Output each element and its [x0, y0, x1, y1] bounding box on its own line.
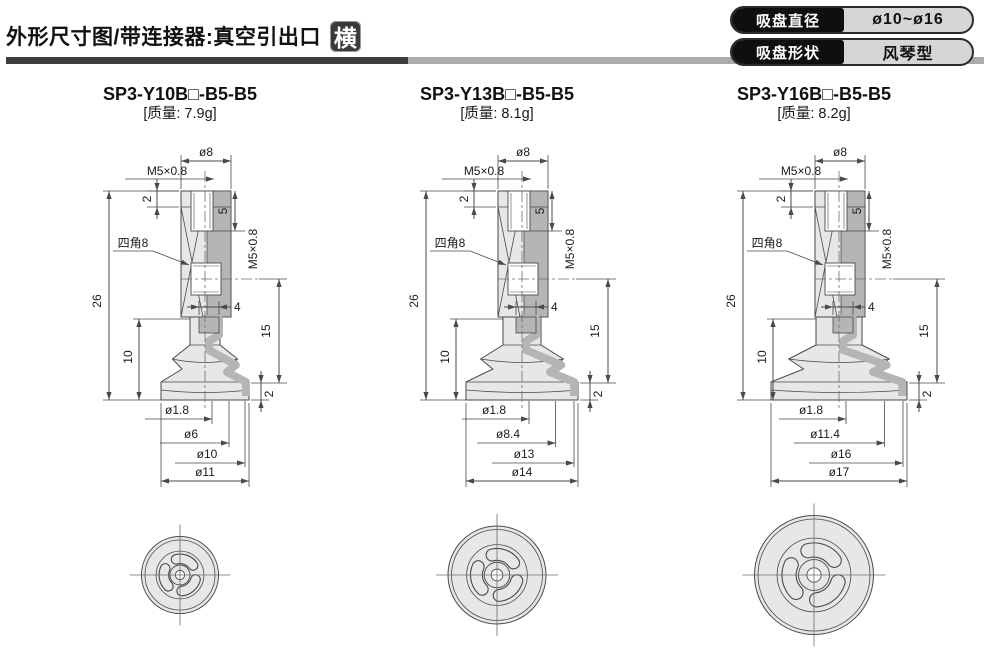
bottom-view-svg — [436, 514, 558, 636]
dim-label: 15 — [259, 324, 273, 338]
dim-label: 四角8 — [752, 236, 783, 250]
dim-label: M5×0.8 — [563, 228, 577, 269]
dim-label: 10 — [121, 350, 135, 364]
pad-shape-value: 风琴型 — [882, 46, 934, 63]
spec-badges: 吸盘直径 ø10~ø16 吸盘形状 风琴型 — [730, 6, 974, 66]
dim-label: 2 — [591, 390, 605, 397]
page-header: 外形尺寸图/带连接器:真空引出口 横 吸盘直径 ø10~ø16 吸盘形状 风琴型 — [0, 0, 984, 66]
bottom-view-svg — [129, 524, 231, 626]
pad-shape-label: 吸盘形状 — [732, 40, 844, 64]
dim-label: 四角8 — [118, 236, 149, 250]
bottom-view — [30, 501, 330, 649]
dim-label: ø14 — [512, 465, 533, 479]
dim-label: M5×0.8 — [880, 228, 894, 269]
dim-label: 26 — [90, 294, 104, 308]
dim-label: ø11 — [195, 465, 215, 479]
dim-label: 2 — [920, 390, 934, 397]
dim-label: 2 — [140, 195, 154, 202]
pad-diameter-value: ø10~ø16 — [872, 11, 944, 28]
dim-label: 10 — [755, 350, 769, 364]
pad-diameter-badge: 吸盘直径 ø10~ø16 — [730, 6, 974, 34]
dim-label: ø6 — [184, 427, 198, 441]
part-number: SP3-Y10B□-B5-B5 — [103, 84, 257, 104]
mass-label: [质量: 8.2g] — [777, 106, 851, 122]
dim-label: ø8.4 — [496, 427, 520, 441]
pad-diameter-label: 吸盘直径 — [732, 8, 844, 32]
dim-label: ø8 — [199, 145, 213, 159]
dim-label: ø1.8 — [799, 403, 823, 417]
dim-label: 四角8 — [435, 236, 466, 250]
dim-label: 5 — [533, 207, 547, 214]
dim-label: 4 — [868, 300, 875, 314]
mass-label: [质量: 8.1g] — [460, 106, 534, 122]
dim-label: ø10 — [197, 447, 218, 461]
title-row: 外形尺寸图/带连接器:真空引出口 横 — [6, 20, 984, 52]
page-title: 外形尺寸图/带连接器:真空引出口 — [6, 26, 321, 49]
bottom-view — [664, 501, 964, 649]
dim-label: 10 — [438, 350, 452, 364]
dim-label: M5×0.8 — [781, 164, 822, 178]
dimension-drawing-svg: ø8M5×0.82四角85M5×0.826104152ø1.8ø8.4ø13ø1… — [407, 145, 616, 487]
dim-label: M5×0.8 — [464, 164, 505, 178]
orientation-badge: 横 — [329, 20, 361, 52]
dim-label: ø8 — [833, 145, 847, 159]
dim-label: 26 — [724, 294, 738, 308]
mass-label: [质量: 7.9g] — [143, 106, 217, 122]
dim-label: 2 — [457, 195, 471, 202]
title-underline — [6, 57, 984, 64]
dim-label: ø13 — [514, 447, 535, 461]
dim-label: ø1.8 — [482, 403, 506, 417]
dim-label: 5 — [216, 207, 230, 214]
dim-label: 2 — [774, 195, 788, 202]
dim-label: 15 — [917, 324, 931, 338]
pad-shape-badge: 吸盘形状 风琴型 — [730, 38, 974, 66]
dim-label: 26 — [407, 294, 421, 308]
dim-label: M5×0.8 — [246, 228, 260, 269]
dim-label: 4 — [234, 300, 241, 314]
bottom-view — [347, 501, 647, 649]
dim-label: ø1.8 — [165, 403, 189, 417]
dim-label: 4 — [551, 300, 558, 314]
dim-label: M5×0.8 — [147, 164, 188, 178]
dim-label: ø11.4 — [810, 427, 840, 441]
title-underline-dark — [6, 57, 408, 64]
dim-label: 15 — [588, 324, 602, 338]
part-number: SP3-Y13B□-B5-B5 — [420, 84, 574, 104]
dim-label: ø8 — [516, 145, 530, 159]
dim-label: 2 — [262, 390, 276, 397]
dimension-drawing-svg: ø8M5×0.82四角85M5×0.826104152ø1.8ø11.4ø16ø… — [724, 145, 945, 487]
part-number: SP3-Y16B□-B5-B5 — [737, 84, 891, 104]
dim-label: ø17 — [829, 465, 850, 479]
dim-label: ø16 — [831, 447, 852, 461]
bottom-view-svg — [742, 503, 886, 647]
dim-label: 5 — [850, 207, 864, 214]
